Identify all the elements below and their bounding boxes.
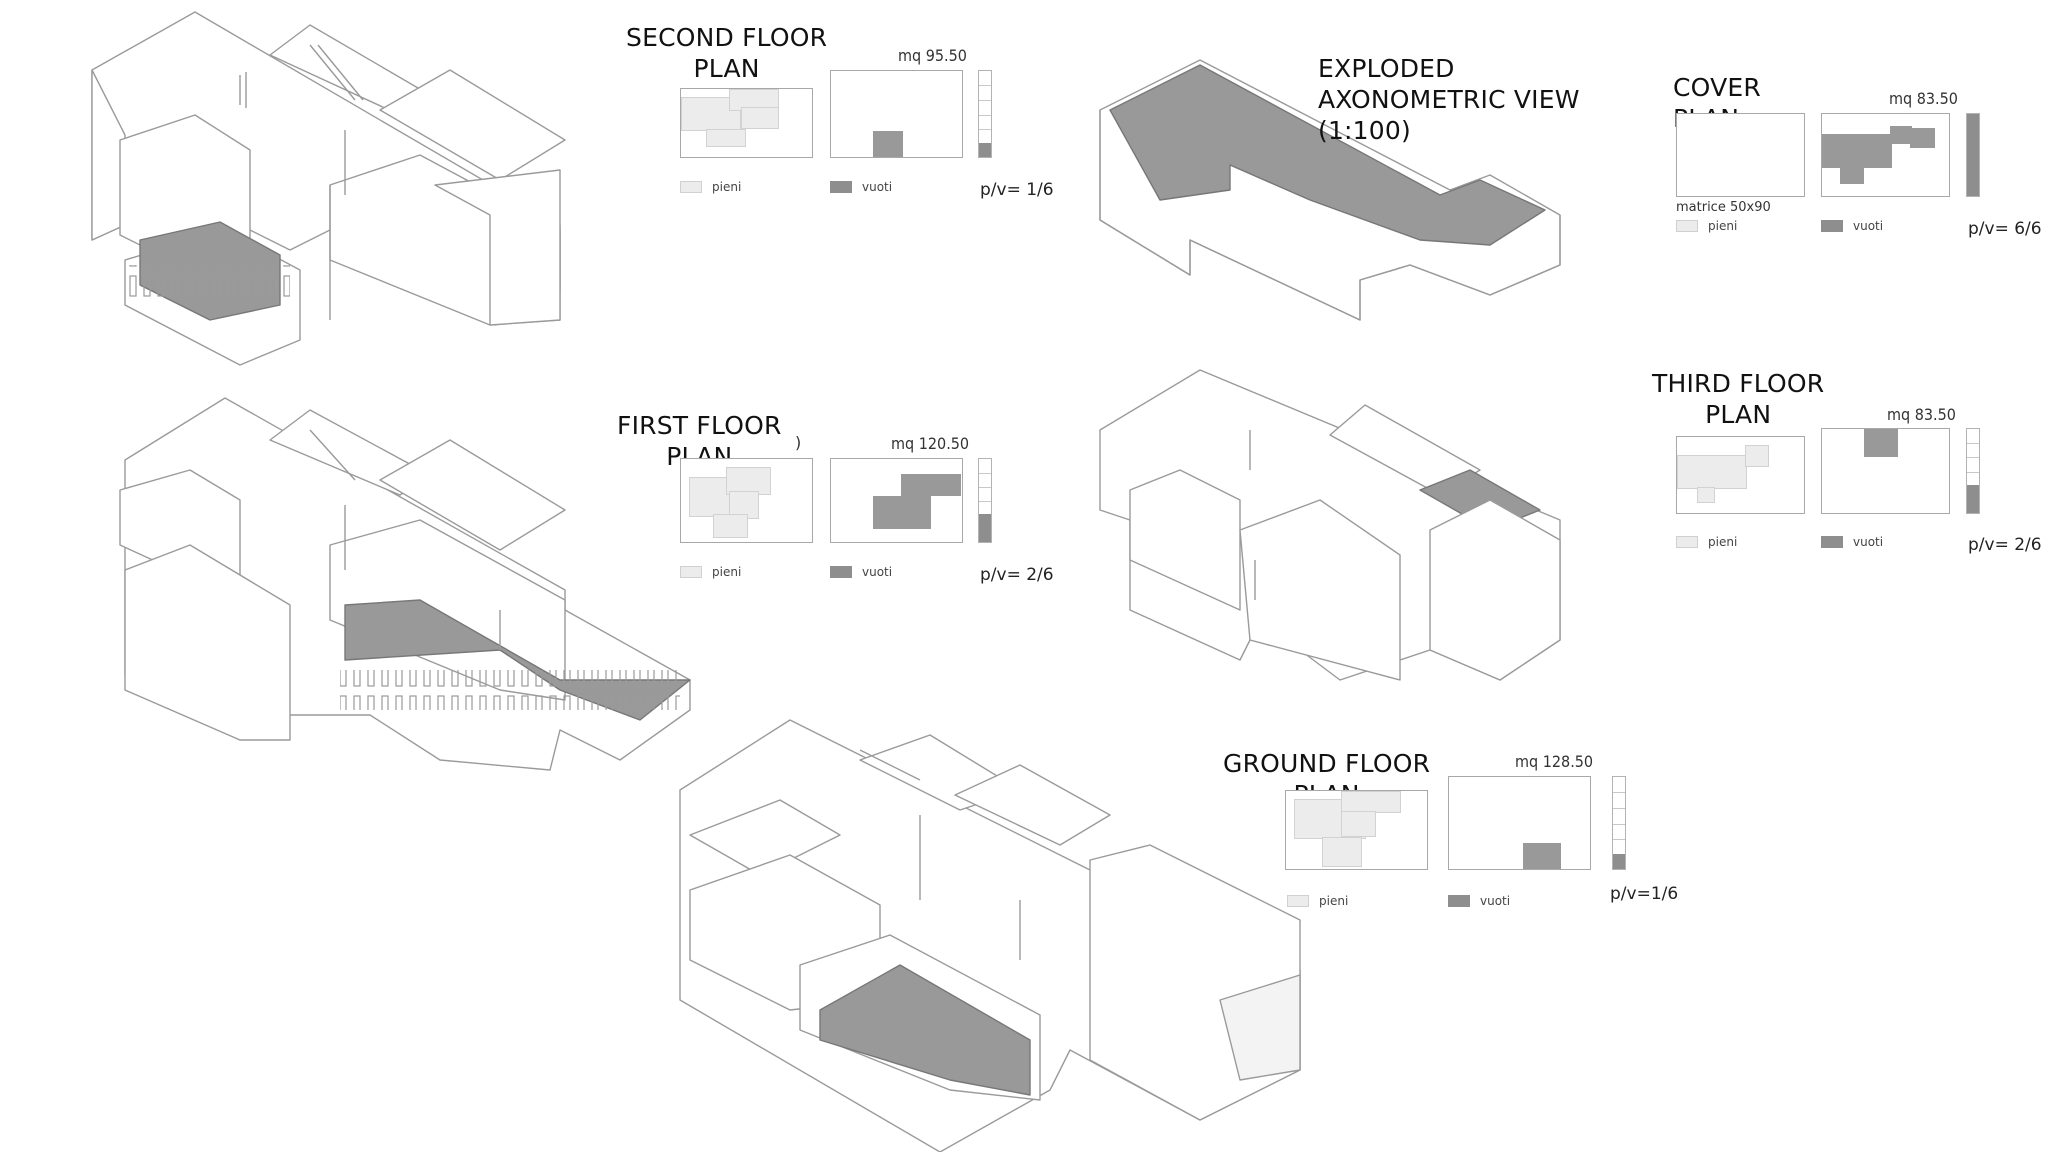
second-floor-area: mq 95.50 <box>898 46 967 65</box>
ground-floor-axonometric <box>679 719 1301 1152</box>
second-floor-legend-pieni: pieni <box>680 180 741 194</box>
void-swatch <box>1821 220 1843 232</box>
cover-axonometric <box>1099 59 1561 321</box>
third-floor-legend-vuoti: vuoti <box>1821 535 1883 549</box>
solid-swatch <box>680 181 702 193</box>
first-floor-ratio-bar <box>978 458 992 543</box>
ground-floor-ratio: p/v=1/6 <box>1610 884 1679 904</box>
third-floor-void-matrix <box>1821 428 1950 514</box>
second-floor-title: SECOND FLOOR PLAN <box>626 23 828 83</box>
solid-swatch <box>680 566 702 578</box>
cover-area: mq 83.50 <box>1889 89 1958 108</box>
third-floor-ratio-fill <box>1967 485 1979 513</box>
solid-swatch <box>1676 220 1698 232</box>
second-floor-legend-vuoti: vuoti <box>830 180 892 194</box>
ground-floor-legend-pieni: pieni <box>1287 894 1348 908</box>
ground-floor-void-matrix <box>1448 776 1591 870</box>
second-floor-ratio: p/v= 1/6 <box>980 180 1054 200</box>
third-floor-ratio-bar <box>1966 428 1980 514</box>
cover-legend-pieni: pieni <box>1676 219 1737 233</box>
third-floor-legend-pieni: pieni <box>1676 535 1737 549</box>
solid-swatch <box>1287 895 1309 907</box>
ground-floor-ratio-fill <box>1613 853 1625 869</box>
cover-void-matrix <box>1821 113 1950 197</box>
first-floor-ratio-fill <box>979 514 991 542</box>
cover-ratio: p/v= 6/6 <box>1968 219 2042 239</box>
ground-floor-area: mq 128.50 <box>1515 752 1594 771</box>
void-swatch <box>830 181 852 193</box>
third-floor-ratio: p/v= 2/6 <box>1968 535 2042 555</box>
void-swatch <box>1448 895 1470 907</box>
cover-legend-vuoti: vuoti <box>1821 219 1883 233</box>
ground-floor-solid-matrix <box>1285 790 1428 870</box>
second-floor-ratio-fill <box>979 142 991 157</box>
first-floor-area: mq 120.50 <box>891 434 970 453</box>
exploded-view-title: EXPLODED AXONOMETRIC VIEW (1:100) <box>1318 54 1580 145</box>
third-floor-area: mq 83.50 <box>1887 405 1956 424</box>
first-floor-legend-vuoti: vuoti <box>830 565 892 579</box>
void-swatch <box>830 566 852 578</box>
third-floor-solid-matrix <box>1676 436 1805 514</box>
first-floor-legend-pieni: pieni <box>680 565 741 579</box>
second-floor-solid-matrix <box>680 88 813 158</box>
cover-solid-matrix <box>1676 113 1805 197</box>
first-floor-title: FIRST FLOOR PLAN <box>617 411 782 471</box>
ground-floor-ratio-bar <box>1612 776 1626 870</box>
ground-floor-legend-vuoti: vuoti <box>1448 894 1510 908</box>
cover-ratio-bar <box>1966 113 1980 197</box>
first-floor-stray-char: ) <box>795 433 802 452</box>
first-floor-ratio: p/v= 2/6 <box>980 565 1054 585</box>
cover-matrix-label: matrice 50x90 <box>1676 200 1771 215</box>
third-floor-title: THIRD FLOOR PLAN <box>1652 369 1825 429</box>
cover-ratio-fill <box>1967 114 1979 196</box>
second-floor-axonometric <box>91 11 566 366</box>
void-swatch <box>1821 536 1843 548</box>
first-floor-axonometric <box>119 397 691 771</box>
second-floor-void-matrix <box>830 70 963 158</box>
solid-swatch <box>1676 536 1698 548</box>
first-floor-solid-matrix <box>680 458 813 543</box>
third-floor-axonometric <box>1099 369 1561 681</box>
second-floor-ratio-bar <box>978 70 992 158</box>
first-floor-void-matrix <box>830 458 963 543</box>
